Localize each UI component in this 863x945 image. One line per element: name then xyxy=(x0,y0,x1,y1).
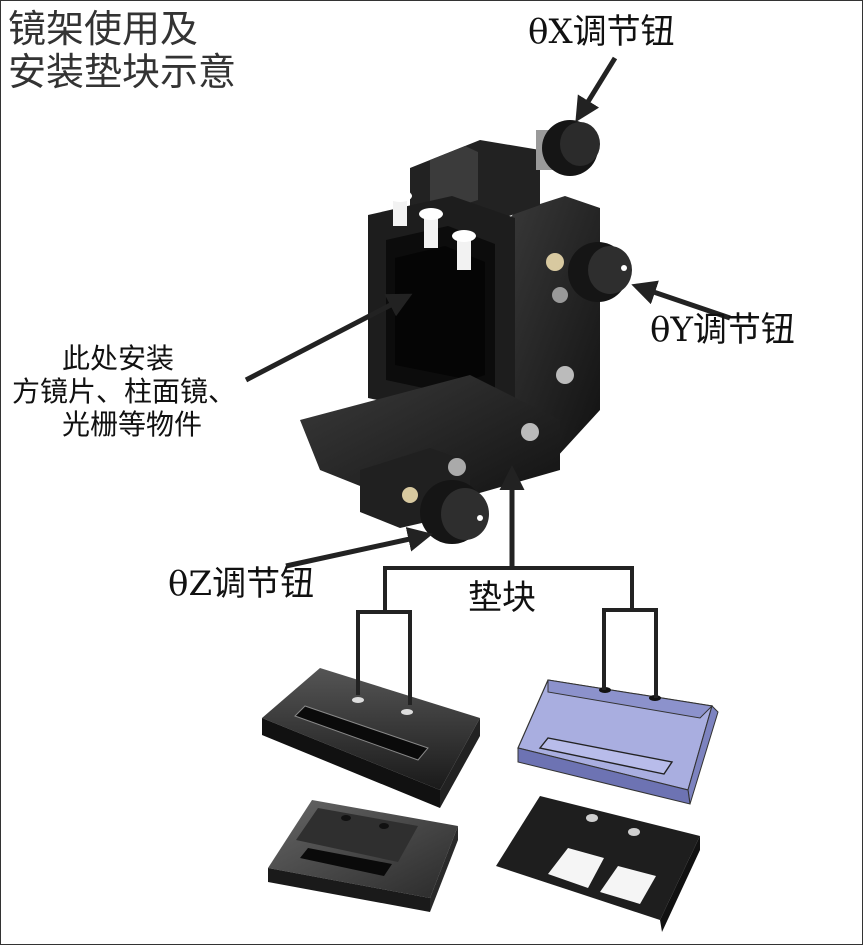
theta-z-arrow xyxy=(285,527,433,569)
theta-z-knob xyxy=(420,480,489,544)
mount-area-label: 此处安装 方镜片、柱面镜、 光栅等物件 xyxy=(12,342,236,441)
pad-a xyxy=(262,668,480,808)
title-line-1: 镜架使用及 xyxy=(8,7,199,51)
mount-label-line-3: 光栅等物件 xyxy=(62,408,203,442)
title-line-2: 安装垫块示意 xyxy=(8,49,237,94)
pad-connector-lines xyxy=(356,566,658,705)
mount-label-line-2: 方镜片、柱面镜、 xyxy=(12,375,237,409)
theta-x-label: θX调节钮 xyxy=(528,12,675,52)
theta-y-arrow xyxy=(631,280,731,321)
theta-y-label: θY调节钮 xyxy=(650,310,795,350)
theta-x-arrow xyxy=(575,56,618,123)
callout-arrows xyxy=(244,56,731,569)
pad-c xyxy=(268,800,458,912)
pad-d xyxy=(496,796,700,932)
pad-b xyxy=(517,679,719,805)
theta-x-knob xyxy=(536,120,600,176)
pad-label: 垫块 xyxy=(468,578,536,618)
theta-z-label: θZ调节钮 xyxy=(168,564,315,604)
mount-area-arrow xyxy=(244,293,413,383)
figure-title: 镜架使用及 安装垫块示意 xyxy=(8,8,236,93)
theta-y-knob xyxy=(568,242,632,302)
mirror-mount xyxy=(300,120,632,544)
mount-label-line-1: 此处安装 xyxy=(62,342,175,375)
